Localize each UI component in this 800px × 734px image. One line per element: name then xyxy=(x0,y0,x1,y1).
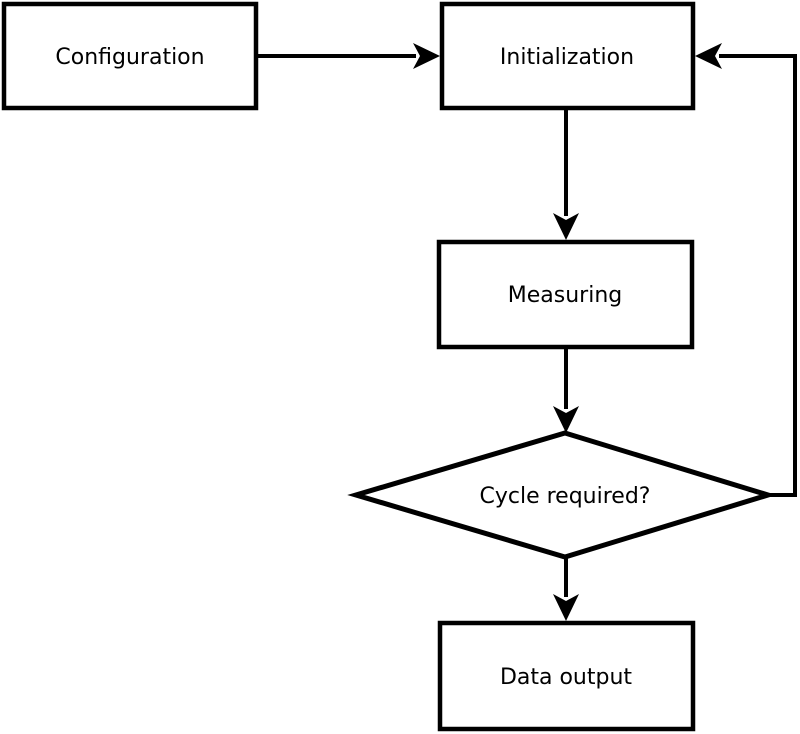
node-initialization: Initialization xyxy=(439,1,696,111)
arrowhead-down-into-data-output xyxy=(553,594,579,621)
node-data-output: Data output xyxy=(437,620,696,732)
configuration-label: Configuration xyxy=(55,45,204,70)
configuration-box xyxy=(1,1,259,111)
initialization-box xyxy=(439,1,696,111)
node-cycle-required: Cycle required? xyxy=(347,430,777,560)
flowchart-edges xyxy=(258,43,797,621)
arrowhead-right-into-initialization xyxy=(413,43,440,69)
data-output-box xyxy=(437,620,696,732)
arrowhead-down-into-cycle-required xyxy=(553,406,579,433)
data-output-label: Data output xyxy=(500,665,632,690)
initialization-label: Initialization xyxy=(500,45,634,70)
node-measuring: Measuring xyxy=(436,239,695,350)
arrowhead-down-into-measuring xyxy=(553,213,579,240)
edge-cycle-required-to-initialization-loop xyxy=(719,54,797,497)
cycle-required-label: Cycle required? xyxy=(480,484,651,509)
node-configuration: Configuration xyxy=(1,1,259,111)
measuring-label: Measuring xyxy=(508,283,622,308)
arrowhead-left-into-initialization xyxy=(695,43,722,69)
measuring-box xyxy=(436,239,695,350)
cycle-required-diamond xyxy=(347,430,777,560)
